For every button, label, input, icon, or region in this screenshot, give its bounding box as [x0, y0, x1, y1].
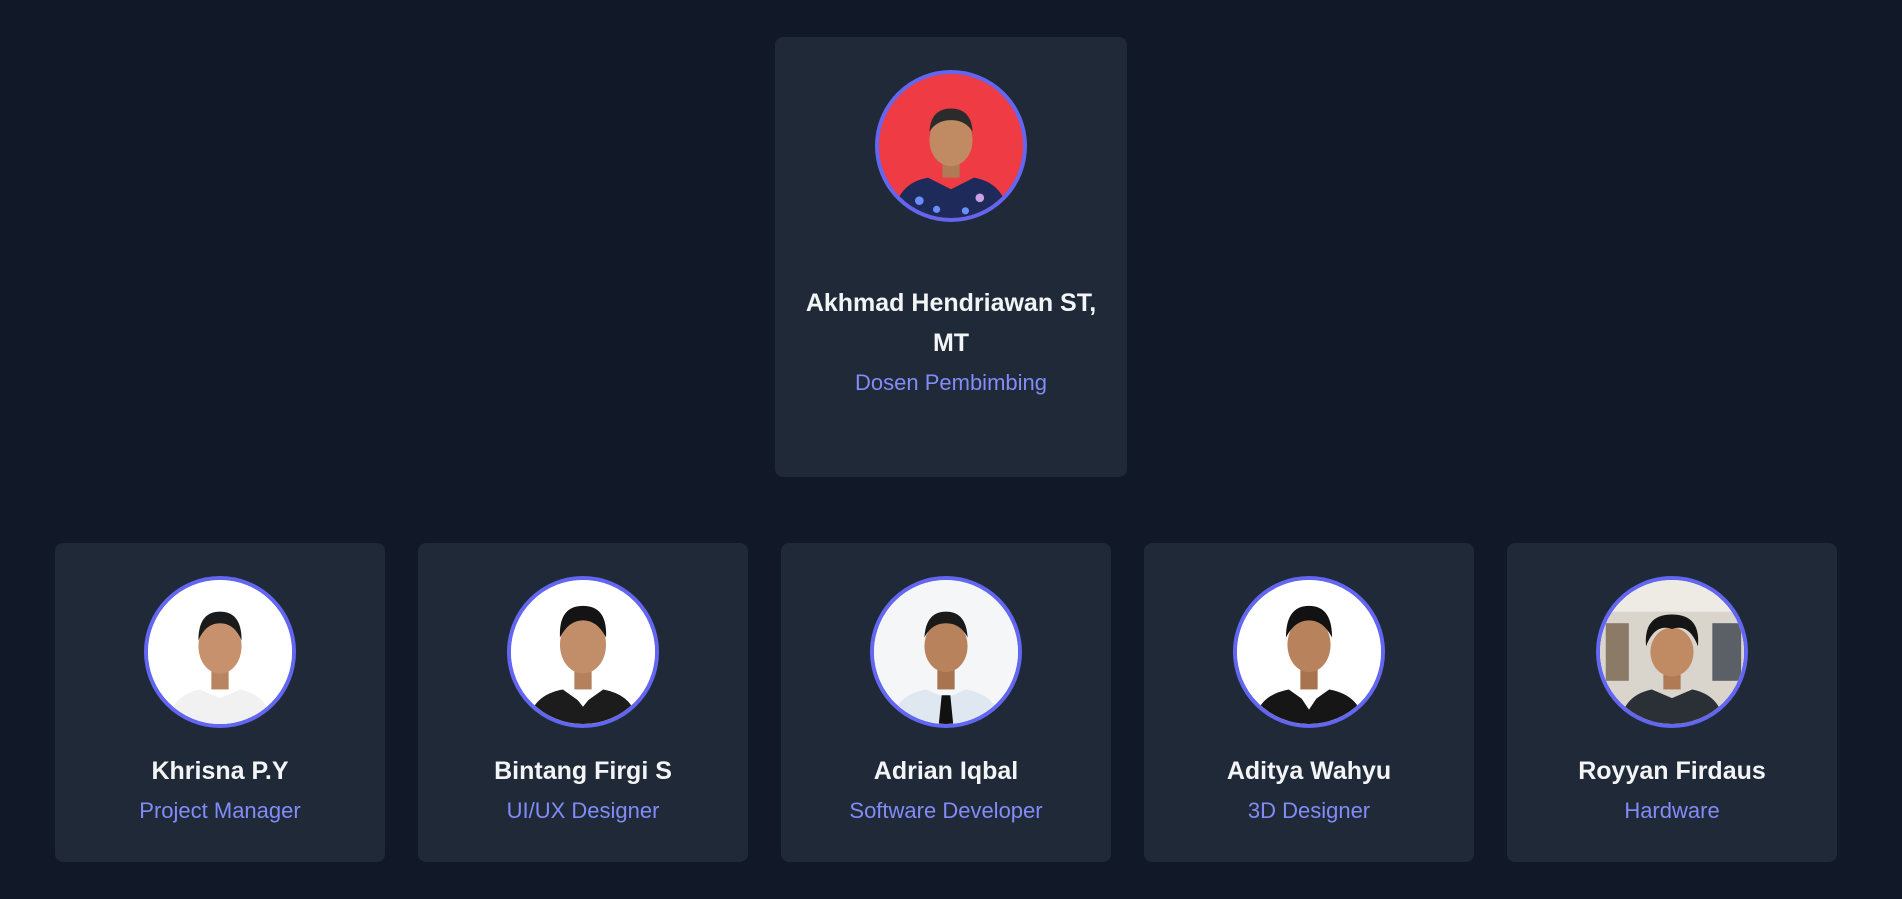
- lead-name: Akhmad Hendriawan ST, MT: [805, 289, 1097, 357]
- member-card: Bintang Firgi S UI/UX Designer: [418, 543, 748, 862]
- lead-card: Akhmad Hendriawan ST, MT Dosen Pembimbin…: [775, 37, 1127, 477]
- lead-role: Dosen Pembimbing: [855, 370, 1047, 395]
- member-card: Royyan Firdaus Hardware: [1507, 543, 1837, 862]
- person-photo-icon: [879, 74, 1023, 218]
- member-card: Aditya Wahyu 3D Designer: [1144, 543, 1474, 862]
- member-avatar: [1233, 576, 1385, 728]
- person-photo-icon: [148, 580, 292, 724]
- member-name: Royyan Firdaus: [1578, 757, 1766, 785]
- member-role: Software Developer: [849, 798, 1043, 823]
- member-avatar: [1596, 576, 1748, 728]
- member-role: 3D Designer: [1247, 798, 1371, 823]
- member-name: Bintang Firgi S: [494, 757, 672, 785]
- lead-avatar: [875, 70, 1027, 222]
- member-name: Aditya Wahyu: [1226, 757, 1392, 785]
- member-role: Hardware: [1624, 798, 1720, 823]
- member-card: Khrisna P.Y Project Manager: [55, 543, 385, 862]
- member-role: UI/UX Designer: [506, 798, 660, 823]
- member-avatar: [870, 576, 1022, 728]
- person-photo-icon: [1237, 580, 1381, 724]
- person-photo-icon: [511, 580, 655, 724]
- member-card: Adrian Iqbal Software Developer: [781, 543, 1111, 862]
- member-avatar: [507, 576, 659, 728]
- member-role: Project Manager: [139, 798, 301, 823]
- member-name: Khrisna P.Y: [151, 757, 289, 785]
- person-photo-icon: [874, 580, 1018, 724]
- member-avatar: [144, 576, 296, 728]
- member-name: Adrian Iqbal: [873, 757, 1019, 785]
- person-photo-icon: [1600, 580, 1744, 724]
